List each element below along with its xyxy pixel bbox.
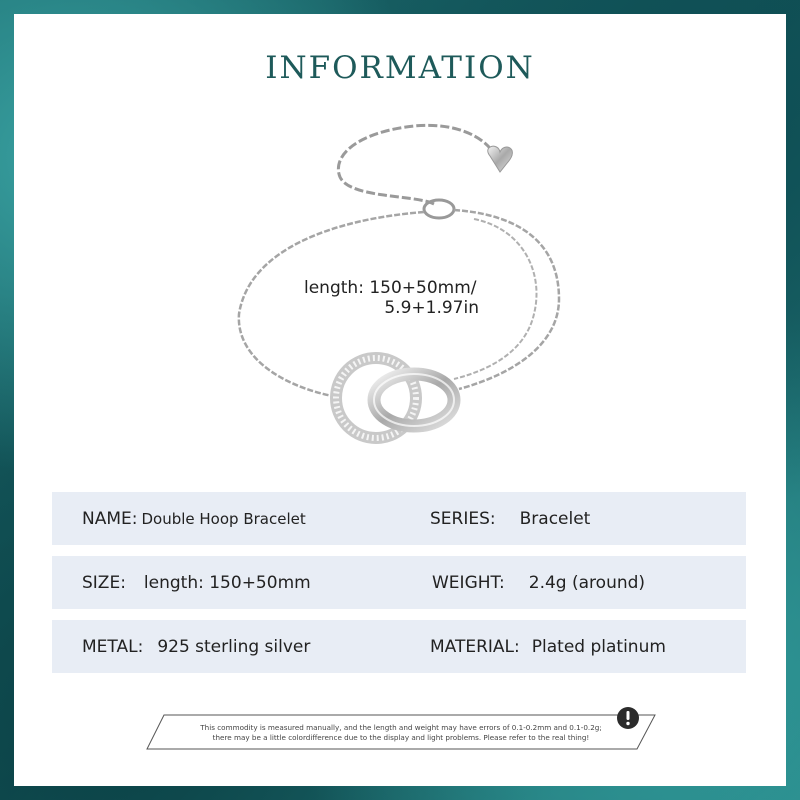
- spec-value: Double Hoop Bracelet: [141, 510, 306, 528]
- spec-value: 925 sterling silver: [157, 637, 311, 657]
- spec-label: METAL:: [82, 637, 144, 657]
- spec-value: Bracelet: [519, 509, 591, 529]
- disclaimer-notice: This commodity is measured manually, and…: [146, 707, 656, 750]
- spec-row-metal: METAL: 925 sterling silver MATERIAL: Plate…: [52, 620, 746, 673]
- spec-value: length: 150+50mm: [143, 573, 311, 593]
- length-in: 5.9+1.97in: [384, 298, 479, 318]
- bracelet-image: [237, 123, 561, 444]
- exclamation-icon: [617, 707, 639, 729]
- spec-label: MATERIAL:: [430, 637, 520, 657]
- spec-metal: METAL: 925 sterling silver: [82, 620, 310, 673]
- info-card: INFORMATION length: 150+50mm/ 5.9+1.97in: [14, 14, 786, 786]
- spec-label: SIZE:: [82, 573, 126, 593]
- spec-value: 2.4g (around): [528, 573, 646, 593]
- spec-label: SERIES:: [430, 509, 496, 529]
- page-title: INFORMATION: [265, 50, 535, 86]
- spec-weight: WEIGHT: 2.4g (around): [432, 556, 645, 609]
- spec-row-name: NAME:Double Hoop Bracelet SERIES: Bracele…: [52, 492, 746, 545]
- spec-label: WEIGHT:: [432, 573, 505, 593]
- spec-material: MATERIAL: Plated platinum: [430, 620, 666, 673]
- spec-name: NAME:Double Hoop Bracelet: [82, 492, 306, 545]
- notice-line-1: This commodity is measured manually, and…: [200, 723, 602, 732]
- length-label: length: 150+50mm/ 5.9+1.97in: [304, 278, 479, 318]
- spec-value: Plated platinum: [531, 637, 666, 657]
- notice-frame: [146, 714, 656, 750]
- length-mm: length: 150+50mm/: [304, 278, 477, 298]
- notice-line-2: there may be a little colordifference du…: [212, 733, 590, 742]
- spec-series: SERIES: Bracelet: [430, 492, 590, 545]
- notice-text: This commodity is measured manually, and…: [176, 723, 626, 743]
- spec-label: NAME:: [82, 509, 138, 529]
- spec-row-size: SIZE: length: 150+50mm WEIGHT: 2.4g (aroun…: [52, 556, 746, 609]
- spec-size: SIZE: length: 150+50mm: [82, 556, 311, 609]
